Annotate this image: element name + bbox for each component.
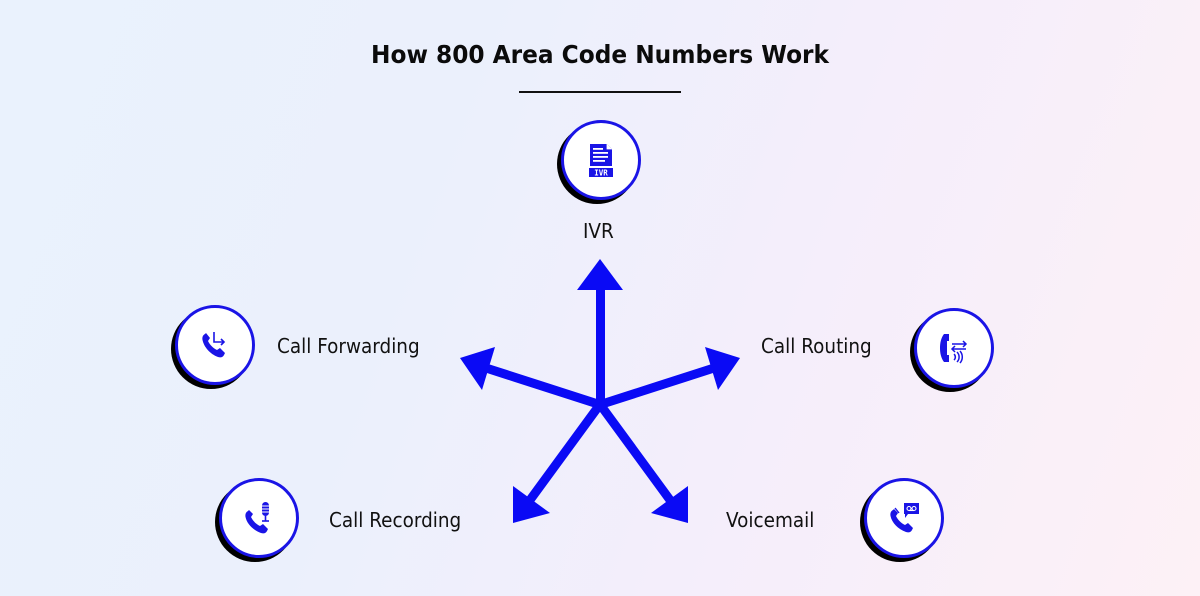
- phone-voicemail-icon: [890, 503, 919, 533]
- arrow-to-ivr: [577, 259, 623, 407]
- label-ivr: IVR: [583, 219, 614, 243]
- phone-microphone-icon: [245, 502, 269, 534]
- label-call-routing: Call Routing: [761, 334, 872, 358]
- arrow-to-call-forwarding: [460, 347, 603, 410]
- label-voicemail: Voicemail: [726, 508, 815, 532]
- ivr-node: IVR: [561, 120, 641, 200]
- title-underline: [519, 91, 681, 93]
- diagram-title: How 800 Area Code Numbers Work: [371, 40, 829, 69]
- arrow-to-voicemail: [595, 400, 688, 523]
- call-forwarding-node: [175, 305, 255, 385]
- call-routing-node: [914, 308, 994, 388]
- ivr-document-icon: IVR: [589, 144, 613, 178]
- phone-forward-icon: [202, 332, 226, 358]
- phone-routing-icon: [940, 334, 968, 364]
- label-call-recording: Call Recording: [329, 508, 462, 532]
- arrow-to-call-routing: [597, 347, 740, 410]
- voicemail-node: [864, 478, 944, 558]
- arrow-to-call-recording: [513, 400, 605, 523]
- label-call-forwarding: Call Forwarding: [277, 334, 420, 358]
- call-recording-node: [219, 478, 299, 558]
- ivr-icon-text: IVR: [594, 169, 608, 178]
